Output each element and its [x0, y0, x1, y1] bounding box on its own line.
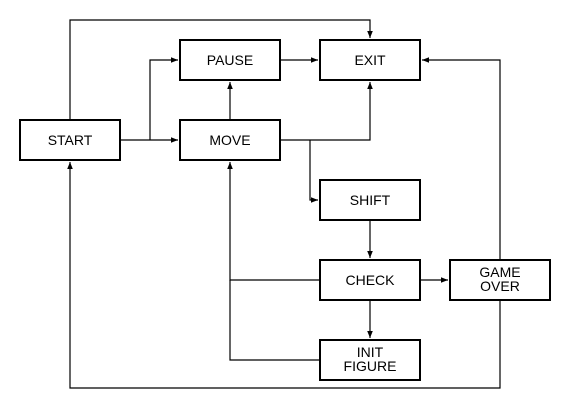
- edge-start-to-pause: [149, 57, 178, 140]
- edge-init-figure-to-move: [229, 280, 320, 361]
- node-move: MOVE: [179, 119, 281, 161]
- edges: [67, 19, 501, 389]
- node-game-over: GAME OVER: [449, 259, 551, 301]
- node-shift: SHIFT: [319, 179, 421, 221]
- node-move-label: MOVE: [209, 132, 250, 148]
- node-shift-label: SHIFT: [350, 192, 391, 208]
- node-pause-label: PAUSE: [207, 52, 253, 68]
- node-init-figure-label-line-1: INIT: [357, 344, 384, 360]
- node-game-over-label-line-1: GAME: [479, 264, 520, 280]
- node-check-box: [319, 259, 421, 301]
- edge-check-to-move: [227, 162, 320, 281]
- edge-game-over-to-start: [67, 162, 501, 389]
- node-game-over-label-line-2: OVER: [480, 278, 520, 294]
- edge-move-to-exit: [280, 82, 373, 141]
- node-exit: EXIT: [319, 39, 421, 81]
- node-init-figure: INIT FIGURE: [319, 339, 421, 381]
- node-move-box: [179, 119, 281, 161]
- node-exit-box: [319, 39, 421, 81]
- node-init-figure-box: [319, 339, 421, 381]
- node-exit-label: EXIT: [354, 52, 386, 68]
- node-start-box: [19, 119, 121, 161]
- node-start-label: START: [48, 132, 93, 148]
- node-pause-box: [179, 39, 281, 81]
- edge-move-to-shift: [309, 140, 318, 203]
- node-init-figure-label-line-2: FIGURE: [344, 358, 397, 374]
- node-check-label: CHECK: [345, 272, 395, 288]
- edge-start-to-exit: [69, 19, 373, 120]
- edge-game-over-to-exit: [422, 57, 501, 260]
- node-check: CHECK: [319, 259, 421, 301]
- node-pause: PAUSE: [179, 39, 281, 81]
- node-start: START: [19, 119, 121, 161]
- node-game-over-box: [449, 259, 551, 301]
- node-shift-box: [319, 179, 421, 221]
